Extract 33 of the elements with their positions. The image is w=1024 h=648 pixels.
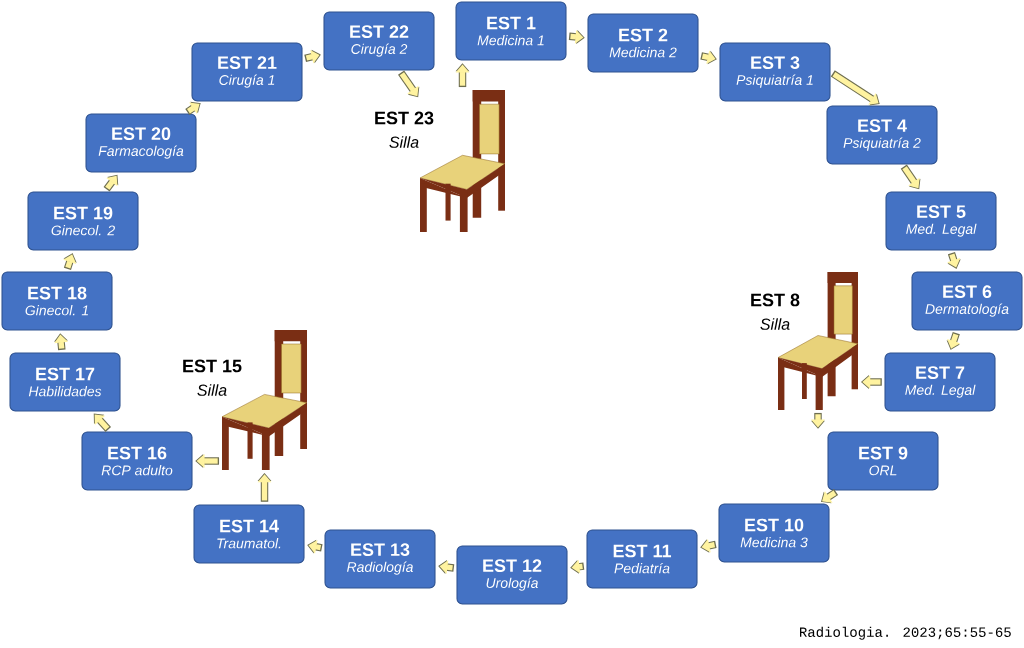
station-label: EST 23 — [375, 111, 434, 125]
arrow — [830, 70, 880, 106]
arrow — [947, 251, 961, 269]
arrow — [398, 70, 420, 98]
station-subtitle: Silla — [389, 136, 419, 148]
station-box: EST 21 Cirugía 1 — [191, 42, 303, 102]
station-box: EST 10 Medicina 3 — [718, 503, 830, 563]
station-box: EST 5 Med. Legal — [885, 191, 997, 251]
station-label: EST 15 — [183, 359, 242, 373]
station-box: EST 9 ORL — [827, 431, 939, 491]
station-box: EST 6 Dermatología — [911, 271, 1023, 331]
station-label: EST 8 — [751, 293, 800, 307]
station-box: EST 14 Traumatol. — [193, 504, 305, 564]
station-box: EST 16 RCP adulto — [81, 431, 193, 491]
arrow — [103, 174, 119, 192]
station-box: EST 11 Pediatría — [586, 529, 698, 589]
caption: Radiologia. 2023;65:55-65 — [800, 626, 1011, 640]
arrow — [93, 413, 112, 432]
station-box: EST 4 Psiquiatría 2 — [826, 105, 938, 165]
station-subtitle: Silla — [197, 384, 227, 396]
station-box: EST 17 Habilidades — [9, 352, 121, 412]
station-box: EST 13 Radiología — [324, 529, 436, 589]
station-box: EST 1 Medicina 1 — [455, 1, 567, 61]
arrow — [185, 101, 201, 116]
station-box: EST 19 Ginecol. 2 — [27, 191, 139, 251]
station-box: EST 2 Medicina 2 — [587, 13, 699, 73]
station-box: EST 20 Farmacología — [85, 113, 197, 173]
station-box: EST 18 Ginecol. 1 — [1, 271, 113, 331]
station-box: EST 22 Cirugía 2 — [323, 11, 435, 71]
station-box: EST 12 Urología — [456, 545, 568, 605]
station-box: EST 3 Psiquiatría 1 — [719, 42, 831, 102]
station-subtitle: Silla — [760, 318, 790, 330]
station-box: EST 7 Med. Legal — [884, 352, 996, 412]
